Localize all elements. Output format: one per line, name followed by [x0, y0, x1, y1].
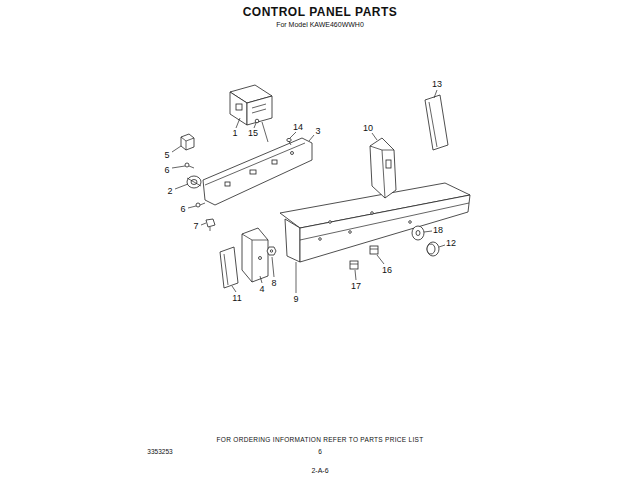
- callout-number: 17: [351, 282, 361, 291]
- callout-number: 10: [363, 124, 373, 133]
- button-part: [370, 246, 378, 254]
- page-code: 2-A-6: [311, 467, 328, 474]
- callout-number: 2: [167, 187, 172, 196]
- end-cap-part: [242, 228, 268, 282]
- screw-part: [255, 119, 259, 123]
- drawing-number: 3353253: [147, 449, 172, 456]
- callout-number: 6: [164, 166, 169, 175]
- end-cap-part: [370, 138, 396, 198]
- switch-part: [181, 134, 194, 150]
- callout-number: 4: [259, 285, 264, 294]
- screw-part: [196, 203, 205, 207]
- switch-part: [187, 176, 201, 188]
- trim-part: [425, 95, 448, 150]
- callout-number: 1: [232, 129, 237, 138]
- timer-part: [230, 85, 272, 142]
- model-number: For Model KAWE460WWH0: [276, 21, 364, 28]
- callout-number: 15: [248, 129, 258, 138]
- button-part: [350, 261, 358, 269]
- page-title: CONTROL PANEL PARTS: [243, 6, 398, 18]
- washer-part: [412, 226, 424, 240]
- callout-number: 12: [446, 239, 456, 248]
- callout-number: 6: [180, 205, 185, 214]
- callout-number: 11: [232, 294, 241, 303]
- page-number: 6: [318, 449, 322, 456]
- nut-part: [267, 247, 276, 255]
- callout-number: 5: [164, 151, 169, 160]
- callout-number: 13: [432, 80, 442, 89]
- callout-number: 3: [315, 127, 320, 136]
- bracket-part: [203, 138, 312, 205]
- callout-number: 14: [293, 123, 303, 132]
- leader-lines: [172, 90, 445, 293]
- callout-number: 7: [193, 222, 198, 231]
- callout-number: 16: [382, 266, 392, 275]
- callout-number: 8: [271, 279, 276, 288]
- trim-part: [220, 247, 238, 288]
- callout-number: 18: [433, 226, 443, 235]
- console-panel-part: [280, 183, 470, 262]
- knob-part: [427, 242, 439, 256]
- footer-note: FOR ORDERING INFORMATION REFER TO PARTS …: [217, 437, 424, 444]
- clip-part: [206, 219, 215, 231]
- screw-part: [185, 163, 194, 168]
- screw-part: [287, 138, 291, 145]
- callout-number: 9: [293, 295, 298, 304]
